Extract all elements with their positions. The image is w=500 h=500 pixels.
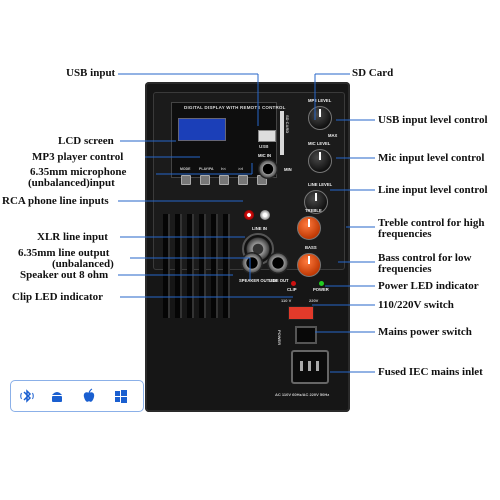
sd-slot-label: SD CARD [285, 115, 290, 134]
iec-mains-inlet[interactable] [291, 350, 329, 384]
label-xlr-line-input: XLR line input [37, 231, 108, 243]
heatsink-fin [175, 214, 180, 318]
windows-icon [115, 390, 127, 403]
amplifier-back-panel: DIGITAL DISPLAY WITH REMOTE CONTROL MODE… [145, 82, 350, 412]
label-treble-sub: frequencies [378, 228, 432, 240]
mp3-button-label: >>I [238, 167, 244, 171]
iec-pin [316, 361, 319, 371]
label-mains-switch: Mains power switch [378, 326, 472, 338]
label-voltage-switch: 110/220V switch [378, 299, 454, 311]
mains-power-switch[interactable] [295, 326, 317, 344]
label-line-output: 6.35mm line output [18, 247, 110, 259]
voltage-left-label: 110 V [281, 298, 292, 303]
power-led-label: POWER [313, 287, 329, 292]
mp3-button-label: I<< [221, 167, 227, 171]
display-title: DIGITAL DISPLAY WITH REMOTE CONTROL [184, 105, 286, 110]
label-line-input-level: Line input level control [378, 184, 488, 196]
rca-right-jack[interactable] [244, 210, 254, 220]
label-usb-input: USB input [66, 67, 116, 79]
heatsink-fin [199, 214, 204, 318]
mic-level-knob[interactable] [308, 149, 332, 173]
label-rca-inputs: RCA phone line inputs [2, 195, 109, 207]
heatsink-fin [163, 214, 168, 318]
android-icon [52, 392, 62, 402]
bass-label: BASS [305, 245, 317, 250]
clip-label: CLIP [287, 287, 297, 292]
speaker-out-jack[interactable] [241, 252, 263, 274]
label-mic-jack-sub: (unbalanced)input [28, 177, 115, 189]
mp3-button-label: MODE [180, 167, 191, 171]
heatsink-fin [187, 214, 192, 318]
mp3-next-button[interactable] [238, 175, 248, 185]
lcd-screen [178, 118, 226, 141]
label-treble: Treble control for high [378, 217, 485, 229]
label-mic-input-level: Mic input level control [378, 152, 485, 164]
label-bass-sub: frequencies [378, 263, 432, 275]
mic-in-label: MIC IN [258, 153, 272, 158]
label-bass: Bass control for low [378, 252, 472, 264]
heatsink-fin [211, 214, 216, 318]
mp3-button-label: PLAY/PA [199, 167, 214, 171]
label-sd-card: SD Card [352, 67, 394, 79]
mic-jack[interactable] [258, 159, 278, 179]
label-usb-input-level: USB input level control [378, 114, 488, 126]
power-led [319, 281, 324, 286]
clip-led [291, 281, 296, 286]
min-label: MIN [284, 167, 292, 172]
label-mp3-player-control: MP3 player control [32, 151, 124, 163]
label-line-output-sub: (unbalanced) [52, 258, 114, 270]
bluetooth-icon [20, 389, 34, 403]
compatibility-icons [10, 380, 144, 412]
voltage-selector-switch[interactable] [288, 306, 314, 320]
label-clip-led: Clip LED indicator [12, 291, 104, 303]
label-iec-inlet: Fused IEC mains inlet [378, 366, 483, 378]
voltage-right-label: 220V [309, 298, 319, 303]
mp3-previous-button[interactable] [219, 175, 229, 185]
mains-rating-label: AC 110V 60Hz/AC 220V 50Hz [275, 392, 330, 397]
label-power-led: Power LED indicator [378, 280, 479, 292]
bass-knob[interactable] [297, 253, 321, 277]
label-mic-jack: 6.35mm microphone [30, 166, 127, 178]
rca-left-jack[interactable] [260, 210, 270, 220]
line-out-jack[interactable] [267, 252, 289, 274]
control-panel: DIGITAL DISPLAY WITH REMOTE CONTROL MODE… [153, 92, 345, 270]
usb-port[interactable] [258, 130, 276, 142]
line-out-label: LINE OUT [269, 278, 289, 283]
line-level-label: LINE LEVEL [308, 182, 333, 187]
sd-card-slot[interactable] [280, 111, 284, 155]
treble-label: TREBLE [305, 208, 322, 213]
line-in-label: LINE IN [252, 226, 267, 231]
speaker-out-label: SPEAKER OUT 8Ω [239, 278, 277, 283]
apple-icon [83, 388, 95, 402]
label-speaker-out: Speaker out 8 ohm [20, 269, 109, 281]
mp3-mode-button[interactable] [181, 175, 191, 185]
mp3-level-label: MP3 LEVEL [308, 98, 332, 103]
mic-level-label: MIC LEVEL [308, 141, 331, 146]
mp3-level-knob[interactable] [308, 106, 332, 130]
power-switch-label: POWER [277, 330, 282, 346]
usb-port-label: USB [259, 144, 269, 149]
heatsink-fin [223, 214, 228, 318]
label-lcd-screen: LCD screen [58, 135, 114, 147]
treble-knob[interactable] [297, 216, 321, 240]
max-label: MAX [328, 133, 338, 138]
line-level-knob[interactable] [304, 190, 328, 214]
iec-pin [308, 361, 311, 371]
iec-pin [300, 361, 303, 371]
mp3-play-pause-button[interactable] [200, 175, 210, 185]
